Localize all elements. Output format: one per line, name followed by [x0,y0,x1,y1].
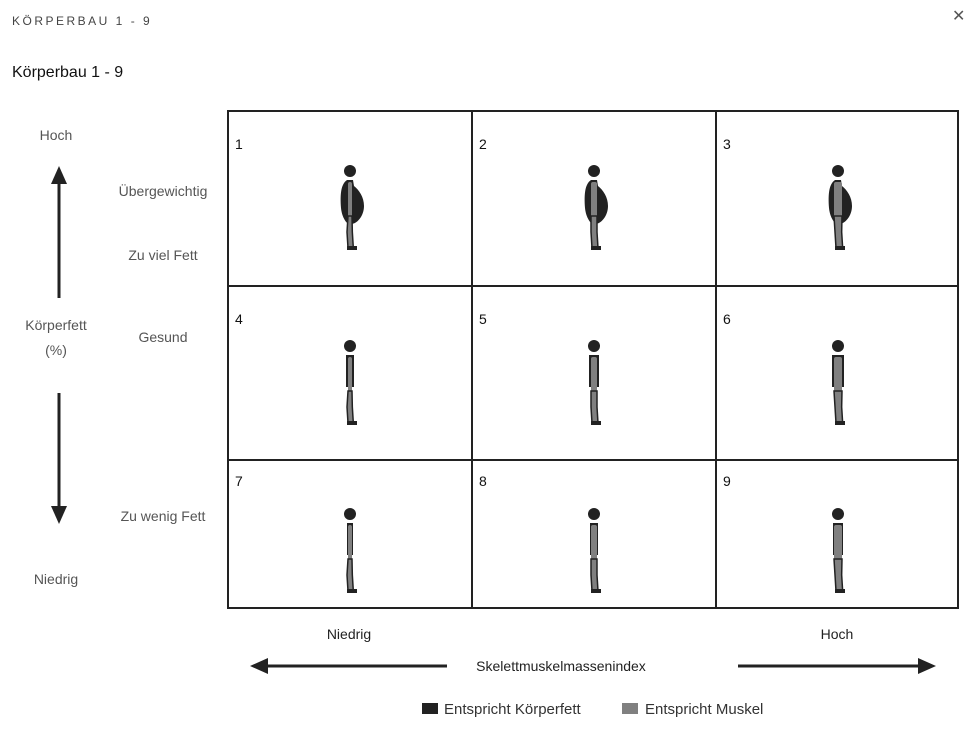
legend-muscle-swatch [622,703,638,714]
cell-number: 6 [723,311,731,327]
arrow-up-icon [51,166,67,298]
arrow-down-icon [51,393,67,524]
y-axis-label-line2: (%) [45,342,67,358]
legend-fat-swatch [422,703,438,714]
category-healthy: Gesund [138,329,188,345]
window-title: KÖRPERBAU 1 - 9 [12,14,153,28]
y-axis-high-label: Hoch [39,127,73,143]
body-type-cell-5: 5 [473,287,717,461]
body-type-cell-9: 9 [717,461,959,609]
x-axis-low-label: Niedrig [326,626,372,642]
body-type-cell-6: 6 [717,287,959,461]
arrow-right-icon [738,658,936,674]
x-axis-high-label: Hoch [820,626,854,642]
page-title: Körperbau 1 - 9 [12,64,124,81]
category-overweight: Übergewichtig [118,183,208,199]
cell-number: 2 [479,136,487,152]
cell-number: 1 [235,136,243,152]
close-icon[interactable]: ✕ [952,8,966,25]
cell-number: 4 [235,311,243,327]
cell-number: 8 [479,473,487,489]
arrow-left-icon [250,658,447,674]
body-type-cell-4: 4 [229,287,473,461]
legend-fat-label: Entspricht Körperfett [444,701,581,718]
body-type-grid: 1 2 3 4 5 6 7 8 9 [227,110,959,609]
body-type-cell-7: 7 [229,461,473,609]
body-type-cell-1: 1 [229,112,473,287]
y-axis-low-label: Niedrig [33,571,79,587]
cell-number: 7 [235,473,243,489]
x-axis-label: Skelettmuskelmassenindex [476,658,646,674]
cell-number: 3 [723,136,731,152]
body-type-cell-2: 2 [473,112,717,287]
body-type-cell-8: 8 [473,461,717,609]
y-axis-label-line1: Körperfett [25,317,87,333]
category-too-little-fat: Zu wenig Fett [120,508,206,524]
category-too-much-fat: Zu viel Fett [128,247,198,263]
legend-muscle-label: Entspricht Muskel [645,701,764,718]
cell-number: 9 [723,473,731,489]
cell-number: 5 [479,311,487,327]
body-type-cell-3: 3 [717,112,959,287]
